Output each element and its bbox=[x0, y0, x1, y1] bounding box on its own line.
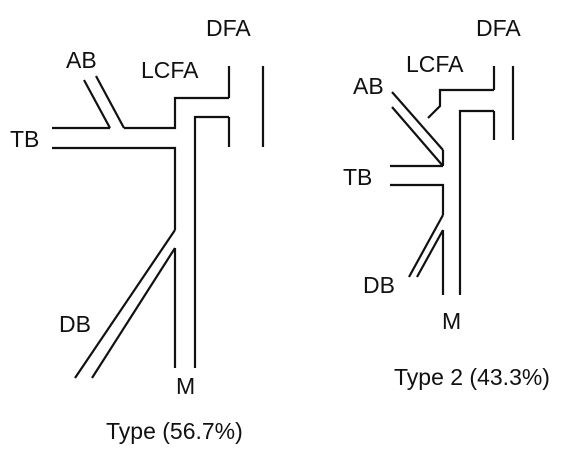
type1-db-vessel bbox=[74, 229, 176, 379]
type2-db-vessel bbox=[408, 214, 444, 278]
type1-caption: Type (56.7%) bbox=[106, 418, 243, 444]
type2-m-vessel bbox=[441, 145, 462, 295]
type1-label-dfa: DFA bbox=[206, 15, 251, 41]
type2-label-m: M bbox=[442, 308, 461, 334]
type2-label-ab: AB bbox=[353, 73, 384, 99]
type2-ab-vessel bbox=[391, 91, 444, 167]
type1-dfa-vessel bbox=[227, 66, 265, 147]
type1-label-m: M bbox=[176, 373, 195, 399]
type2-label-db: DB bbox=[363, 272, 395, 298]
type2-diagram: DFA LCFA AB TB DB M Type 2 (43.3%) bbox=[343, 15, 550, 390]
type1-label-db: DB bbox=[59, 311, 91, 337]
type1-m-vessel bbox=[173, 230, 197, 368]
type2-lcfa-vessel bbox=[427, 88, 494, 145]
type1-label-ab: AB bbox=[66, 47, 97, 73]
type1-diagram: DFA LCFA AB TB DB M Type (56.7%) bbox=[10, 15, 265, 444]
type2-label-lcfa: LCFA bbox=[406, 51, 464, 77]
type2-label-tb: TB bbox=[343, 164, 372, 190]
type2-tb-vessel bbox=[390, 150, 445, 215]
type1-lcfa-vessel bbox=[124, 96, 229, 230]
type2-dfa-vessel bbox=[492, 66, 515, 140]
type1-tb-vessel bbox=[52, 126, 177, 230]
type2-label-dfa: DFA bbox=[476, 15, 521, 41]
type1-ab-vessel bbox=[83, 75, 125, 129]
type2-caption: Type 2 (43.3%) bbox=[394, 364, 550, 390]
type1-label-lcfa: LCFA bbox=[141, 57, 199, 83]
type1-label-tb: TB bbox=[10, 126, 39, 152]
